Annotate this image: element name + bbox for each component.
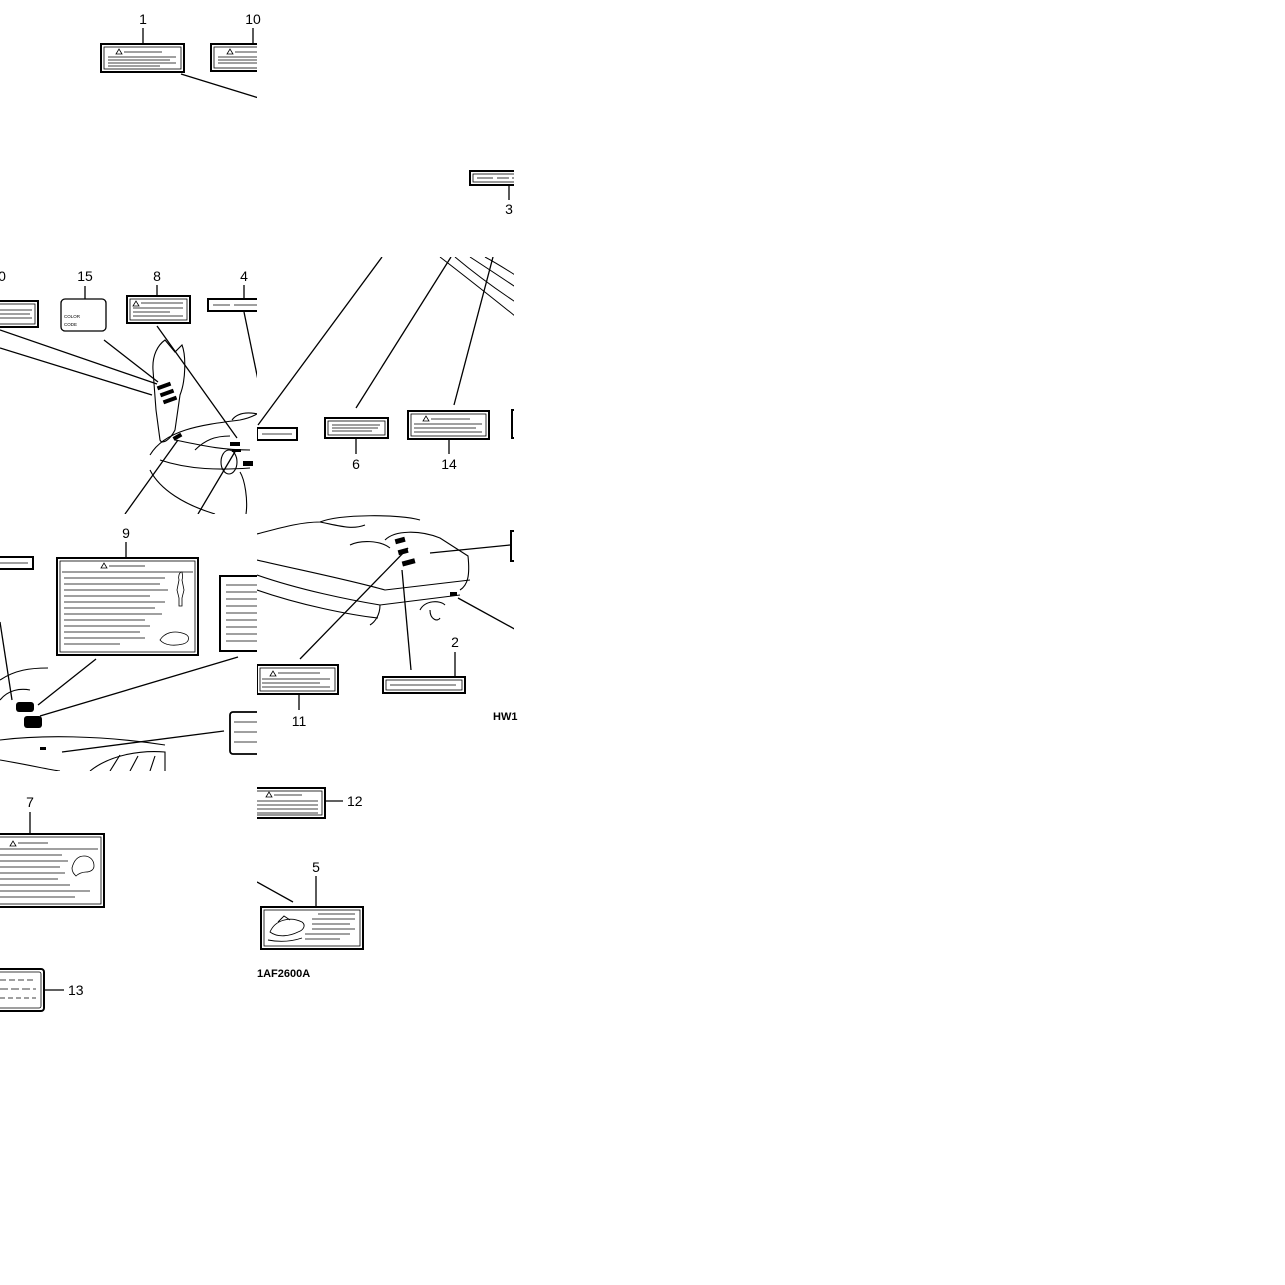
handlebar-sketch [0,667,166,771]
callout-3: 3 [505,201,513,217]
label-9-decal [56,557,199,656]
label-13-upper-decal [229,711,257,755]
edge-decal-right [511,409,514,439]
label-8-leader [156,325,238,439]
label-15-line1: COLOR [64,314,81,319]
label-15-leader [103,339,159,383]
label-9-leader-a [37,658,97,706]
tile-label-3 [469,170,514,200]
label-11-leader [299,547,409,660]
label-4-leader [243,311,257,379]
label-6-leader [355,257,452,409]
callout-1: 1 [139,11,147,27]
label-rear-lower-leader [457,597,514,630]
label-2-decal [382,676,466,694]
label-1-decal [100,43,185,73]
drawing-code-hw: HW1 [493,711,517,723]
callout-8: 8 [153,268,161,284]
edge-decal-rear-right [510,530,514,562]
label-3-decal [469,170,514,186]
watercraft-rear-sketch [257,515,471,626]
front-decal-marks [156,381,253,466]
tile-labels-6-14 [257,257,514,454]
label-14-decal [407,410,490,440]
label-7-leader [124,439,179,514]
tile-labels-12-5 [257,787,364,950]
tile-label-9 [0,542,257,771]
callout-0: 0 [0,268,6,284]
callout-14: 14 [441,456,457,472]
drawing-code-part: 1AF2600A [257,968,310,980]
label-5-leader [257,881,294,903]
callout-7: 7 [26,794,34,810]
label-8-decal [126,295,191,324]
label-15-line2: CODE [64,322,77,327]
label-0-lower-leader [0,621,13,701]
label-4-decal [207,298,257,312]
label-11-decal [257,664,339,695]
upper-leader [257,257,383,426]
callout-9: 9 [122,525,130,541]
label-5-decal [260,906,364,950]
tile-labels-7-13 [0,812,105,1012]
label-rear-right-leader [429,544,511,554]
callout-13: 13 [68,982,84,998]
label-4-small-decal [257,427,298,441]
tile-front-view [0,285,257,514]
hull-arc-sketch [439,257,514,316]
label-10-decal [210,43,257,72]
tile-top-labels [100,28,257,99]
hw-code-clip: HW1 [493,711,517,723]
label-12-decal [257,787,326,819]
watercraft-front-sketch [149,339,257,514]
callout-4: 4 [240,268,248,284]
tile-rear-view [257,515,514,710]
callout-5: 5 [312,859,320,875]
label-9-leader [197,449,237,514]
label-15-decal [60,298,107,332]
callout-12: 12 [347,793,363,809]
label-1-leader [180,73,257,99]
handlebar-decal-marks [16,702,46,750]
callout-15: 15 [77,268,93,284]
callout-6: 6 [352,456,360,472]
edge-decal-left [0,556,34,570]
callout-10: 10 [245,11,261,27]
label-7-decal [0,833,105,908]
label-9-leader-b [39,656,239,717]
label-0-leader-a [0,329,158,385]
label-0-leader-b [0,347,153,396]
label-6-decal [324,417,389,439]
label-tile5-right-decal [219,575,257,652]
label-0-decal [0,300,39,328]
label-14-leader [453,257,494,406]
label-2-leader [401,569,412,671]
callout-11: 11 [292,713,307,729]
label-13-decal [0,968,45,1012]
callout-2: 2 [451,634,459,650]
